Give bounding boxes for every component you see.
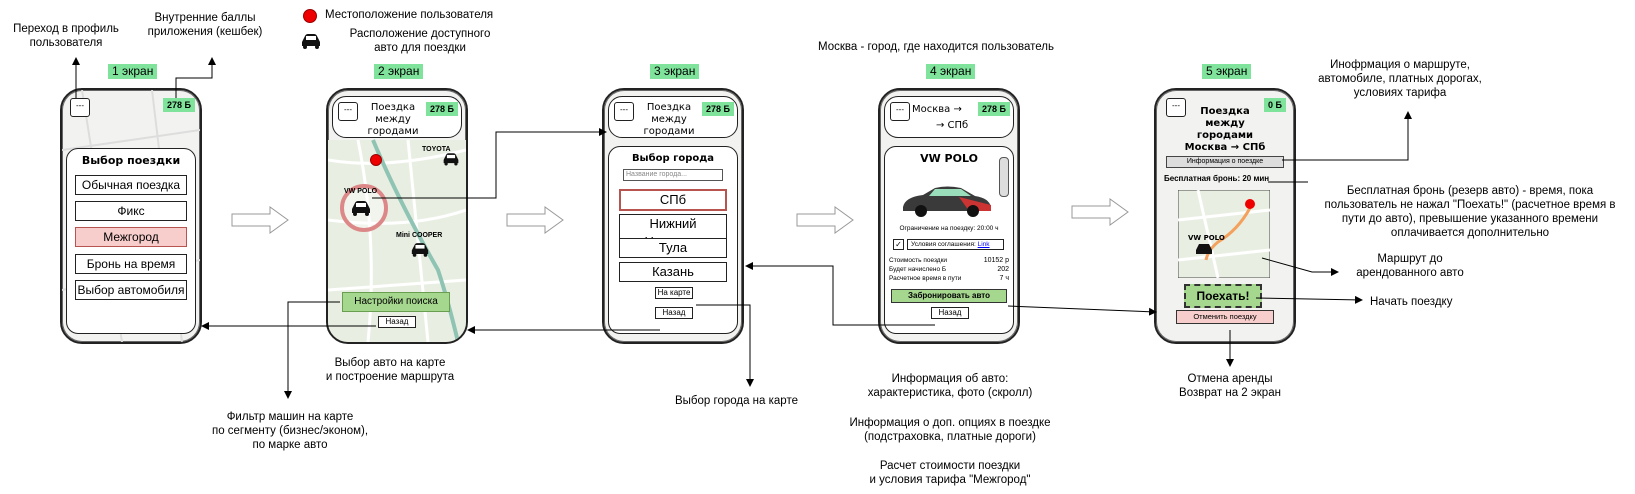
city-kazan[interactable]: Казань: [619, 262, 727, 282]
map-car-label: VW POLO: [1188, 234, 1225, 242]
note-options: Информация о доп. опциях в поездке (подс…: [849, 417, 1051, 443]
flow-arrow-2-3: [506, 206, 564, 234]
bonus-value: 202: [997, 266, 1009, 273]
cancel-trip-button[interactable]: Отменить поездку: [1176, 310, 1274, 324]
book-car-button[interactable]: Забронировать авто: [891, 289, 1007, 303]
note-start-trip: Начать поездку: [1370, 296, 1453, 308]
option-booking[interactable]: Бронь на время: [75, 254, 187, 274]
note-cashback: Внутренние баллы приложения (кешбек): [147, 12, 263, 38]
search-settings-button[interactable]: Настройки поиска: [342, 292, 450, 312]
option-intercity[interactable]: Межгород: [75, 227, 187, 247]
note-free-booking: Бесплатная бронь (резерв авто) - время, …: [1324, 185, 1616, 239]
city-spb[interactable]: СПб: [619, 189, 727, 211]
note-cancel: Отмена аренды Возврат на 2 экран: [1179, 373, 1281, 399]
city-search-input[interactable]: Название города...: [623, 169, 723, 181]
go-button[interactable]: Поехать!: [1184, 284, 1262, 308]
flow-arrow-3-4: [796, 206, 854, 234]
flow-arrow-1-2: [231, 206, 289, 234]
menu-button[interactable]: ---: [338, 102, 358, 121]
note-car-info: Информация об авто: характеристика, фото…: [867, 373, 1033, 399]
screen-label-2: 2 экран: [374, 64, 424, 79]
terms-label: Условия соглашения:: [911, 241, 976, 248]
car-title: VW POLO: [920, 152, 978, 165]
free-booking-text: Бесплатная бронь: 20 мин: [1164, 174, 1270, 183]
car-label-polo: VW POLO: [344, 188, 378, 195]
screen-title: Поездка между городами: [367, 102, 419, 137]
back-button[interactable]: Назад: [655, 307, 693, 319]
terms-link[interactable]: Link: [977, 241, 990, 248]
option-car-choice[interactable]: Выбор автомобиля: [75, 280, 187, 300]
screen-title: Поездка между городами: [643, 102, 695, 137]
panel-title: Выбор города: [631, 153, 715, 164]
bonus-label: Будет начислено Б: [889, 266, 947, 273]
note-legend-car: Расположение доступного авто для поездки: [349, 28, 491, 54]
option-regular[interactable]: Обычная поездка: [75, 175, 187, 195]
note-route-to-car: Маршрут до арендованного авто: [1356, 253, 1464, 279]
scrollbar[interactable]: [999, 157, 1009, 197]
screen-2-phone: --- Поездка между городами 278 Б VW POLO…: [326, 88, 468, 344]
note-legend-location: Местоположение пользователя: [325, 9, 494, 21]
terms-checkbox[interactable]: ✓: [893, 239, 904, 250]
car-icon[interactable]: [410, 242, 430, 257]
location-legend-icon: [303, 9, 317, 23]
car-label-mini: Mini COOPER: [396, 232, 443, 239]
car-photo: [903, 186, 991, 217]
note-city: Москва - город, где находится пользовате…: [818, 41, 1054, 53]
car-icon[interactable]: [442, 152, 460, 166]
terms-field: Условия соглашения: Link: [907, 239, 1004, 250]
car-info-panel: VW POLO Ограничение на поездку: 20:00 ч …: [884, 146, 1014, 334]
screen-label-4: 4 экран: [926, 64, 976, 79]
trip-choice-panel: Выбор поездки Обычная поездка Фикс Межго…: [66, 148, 196, 334]
back-button[interactable]: Назад: [378, 316, 416, 328]
cost-label: Стоимость поездки: [889, 257, 948, 264]
points-badge[interactable]: 0 Б: [1264, 98, 1286, 112]
screen-4-phone: --- Москва → → СПб 278 Б VW POLO Огранич…: [878, 88, 1020, 344]
menu-button[interactable]: ---: [614, 102, 634, 121]
time-value: 7 ч: [999, 275, 1010, 282]
panel-title: Выбор поездки: [81, 154, 181, 167]
route-from: Москва →: [912, 104, 962, 115]
screen-title: Поездка между городами Москва → СПб: [1184, 106, 1266, 153]
note-profile: Переход в профиль пользователя: [13, 23, 119, 49]
city-choice-panel: Выбор города Название города... СПб Нижн…: [608, 146, 738, 334]
car-legend-icon: [302, 34, 320, 49]
points-badge[interactable]: 278 Б: [426, 102, 458, 116]
option-fix[interactable]: Фикс: [75, 201, 187, 221]
points-badge[interactable]: 278 Б: [978, 102, 1010, 116]
menu-button[interactable]: ---: [1166, 98, 1186, 117]
screen-label-3: 3 экран: [650, 64, 700, 79]
note-filter: Фильтр машин на карте по сегменту (бизне…: [211, 411, 369, 451]
menu-button[interactable]: ---: [890, 102, 910, 121]
city-tula[interactable]: Тула: [619, 238, 727, 258]
note-city-on-map: Выбор города на карте: [675, 395, 798, 407]
route-to: → СПб: [936, 120, 969, 131]
points-badge[interactable]: 278 Б: [163, 98, 195, 112]
car-icon[interactable]: [350, 200, 372, 216]
note-route-info: Инофрмация о маршруте, автомобиле, платн…: [1318, 59, 1482, 99]
time-label: Расчетное время в пути: [889, 275, 962, 282]
back-button[interactable]: Назад: [931, 307, 969, 319]
screen-label-1: 1 экран: [108, 64, 158, 79]
flow-arrow-4-5: [1071, 198, 1129, 226]
trip-limit: Ограничение на поездку: 20:00 ч: [899, 225, 999, 232]
note-cost: Расчет стоимости поездки и условия тариф…: [869, 460, 1031, 486]
cost-value: 10152 р: [983, 257, 1009, 264]
points-badge[interactable]: 278 Б: [702, 102, 734, 116]
screen-3-phone: --- Поездка между городами 278 Б Выбор г…: [602, 88, 744, 344]
note-car-choice: Выбор авто на карте и построение маршрут…: [325, 357, 455, 383]
screen-5-phone: --- 0 Б Поездка между городами Москва → …: [1154, 88, 1296, 344]
route-map: VW POLO: [1178, 190, 1270, 278]
trip-info-button[interactable]: Информация о поездке: [1166, 156, 1284, 168]
screen-label-5: 5 экран: [1202, 64, 1252, 79]
on-map-button[interactable]: На карте: [655, 287, 693, 299]
screen-1-phone: --- 278 Б Выбор поездки Обычная поездка …: [60, 88, 202, 344]
user-location-marker: [370, 154, 382, 166]
menu-button[interactable]: ---: [70, 98, 90, 117]
